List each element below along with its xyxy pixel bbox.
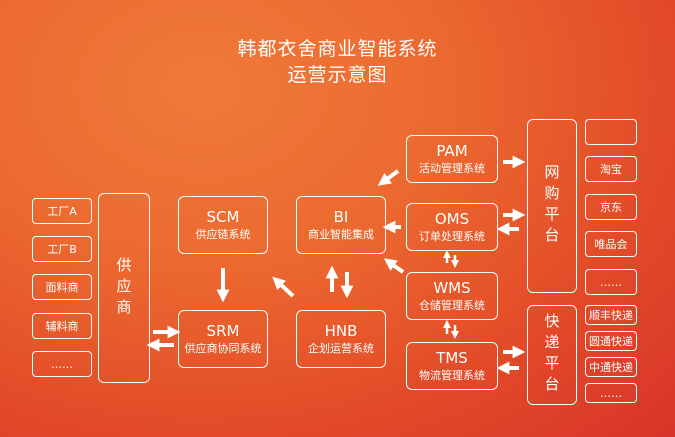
express-platform-item: 顺丰快递 (585, 305, 637, 325)
pam-desc: 活动管理系统 (419, 161, 485, 175)
arrow-diagonal (377, 169, 400, 186)
hnb-desc: 企划运营系统 (308, 341, 374, 355)
express-platform-item: …… (585, 383, 637, 403)
scm-box: SCM 供应链系统 (178, 196, 268, 254)
online-platform-item (585, 119, 637, 145)
express-platform-item: 中通快递 (585, 357, 637, 377)
arrow-diagonal (383, 258, 405, 274)
wms-desc: 仓储管理系统 (419, 298, 485, 312)
scm-name: SCM (206, 207, 240, 226)
title-line-1: 韩都衣舍商业智能系统 (237, 38, 438, 60)
oms-desc: 订单处理系统 (419, 229, 485, 243)
supplier-group-label: 供应商 (114, 256, 133, 320)
bi-name: BI (333, 207, 349, 226)
arrow-diagonal (272, 276, 295, 298)
supplier-item: 辅料商 (32, 313, 92, 339)
bi-desc: 商业智能集成 (308, 227, 374, 241)
pam-box: PAM 活动管理系统 (406, 135, 498, 183)
title-line-2: 运营示意图 (287, 64, 388, 86)
wms-box: WMS 仓储管理系统 (406, 272, 498, 320)
online-platform-item: …… (585, 269, 637, 295)
scm-desc: 供应链系统 (195, 227, 251, 241)
supplier-group: 供应商 (98, 193, 150, 383)
tms-box: TMS 物流管理系统 (406, 342, 498, 390)
express-platform-group: 快递平台 (527, 305, 577, 405)
hnb-name: HNB (324, 321, 358, 340)
supplier-item: 工厂B (32, 236, 92, 262)
online-platform-label: 网购平台 (542, 164, 561, 248)
oms-name: OMS (434, 209, 470, 228)
online-platform-item: 淘宝 (585, 156, 637, 182)
online-platform-item: 京东 (585, 194, 637, 220)
supplier-item: 工厂A (32, 198, 92, 224)
wms-name: WMS (433, 278, 471, 297)
srm-name: SRM (206, 321, 240, 340)
express-platform-label: 快递平台 (542, 313, 561, 397)
hnb-box: HNB 企划运营系统 (296, 310, 386, 368)
express-platform-item: 圆通快递 (585, 331, 637, 351)
srm-box: SRM 供应商协同系统 (178, 310, 268, 368)
pam-name: PAM (436, 141, 468, 160)
online-platform-group: 网购平台 (527, 119, 577, 293)
supplier-item: 面料商 (32, 274, 92, 300)
tms-desc: 物流管理系统 (419, 368, 485, 382)
srm-desc: 供应商协同系统 (184, 341, 262, 355)
tms-name: TMS (436, 348, 468, 367)
online-platform-item: 唯品会 (585, 231, 637, 257)
supplier-item: …… (32, 351, 92, 377)
